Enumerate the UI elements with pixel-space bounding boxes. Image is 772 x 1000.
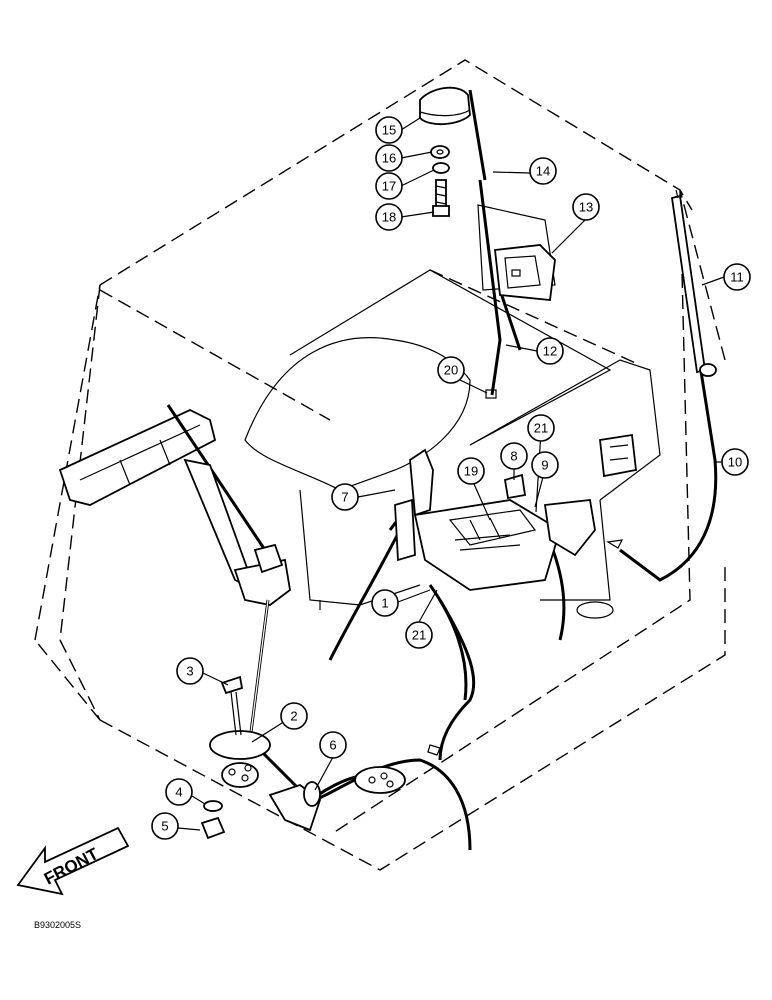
callout-6: 6 [319,731,347,759]
callout-5-label: 5 [161,819,168,834]
callout-14: 14 [529,157,557,185]
callout-18: 18 [375,203,403,231]
callout-14-label: 14 [536,164,550,179]
callout-11: 11 [723,263,751,291]
callout-12-label: 12 [543,344,557,359]
callout-20: 20 [437,356,465,384]
callout-3: 3 [176,657,204,685]
callout-19: 19 [457,457,485,485]
callout-1: 1 [371,589,399,617]
callout-7-label: 7 [341,490,348,505]
callout-19-label: 19 [464,464,478,479]
callout-21-upper: 21 [527,414,555,442]
callout-1-label: 1 [381,596,388,611]
callout-10-label: 10 [728,455,742,470]
callout-16-label: 16 [382,151,396,166]
antenna-rod [670,189,717,377]
upper-switch-assembly [477,204,556,399]
callout-2: 2 [280,702,308,730]
callout-15: 15 [375,116,403,144]
callout-4: 4 [165,778,193,806]
callout-13-label: 13 [579,200,593,215]
fasteners-lower [200,675,244,840]
callout-10: 10 [721,448,749,476]
callout-8: 8 [500,442,528,470]
callout-4-label: 4 [175,785,182,800]
callout-2-label: 2 [290,709,297,724]
callout-9-label: 9 [541,458,548,473]
callout-9: 9 [531,451,559,479]
callout-12: 12 [536,337,564,365]
callout-7: 7 [331,483,359,511]
callout-15-label: 15 [382,123,396,138]
callout-8-label: 8 [510,449,517,464]
callout-21-lower-label: 21 [412,628,426,643]
leader-lines [177,117,725,831]
callout-5: 5 [151,812,179,840]
callout-18-label: 18 [382,210,396,225]
callout-11-label: 11 [730,270,744,285]
callout-13: 13 [572,193,600,221]
control-lever-block [394,433,637,619]
callout-16: 16 [375,144,403,172]
front-arrow: FRONT [16,826,130,896]
callout-17-label: 17 [382,179,396,194]
dome-light-assembly [419,86,471,217]
callout-17: 17 [375,172,403,200]
figure-reference-code: B9302005S [34,920,81,930]
callout-21-upper-label: 21 [534,421,548,436]
callout-20-label: 20 [444,363,458,378]
callout-21-lower: 21 [405,621,433,649]
callout-6-label: 6 [329,738,336,753]
callout-3-label: 3 [186,664,193,679]
wiper-motor-assembly [58,404,291,606]
